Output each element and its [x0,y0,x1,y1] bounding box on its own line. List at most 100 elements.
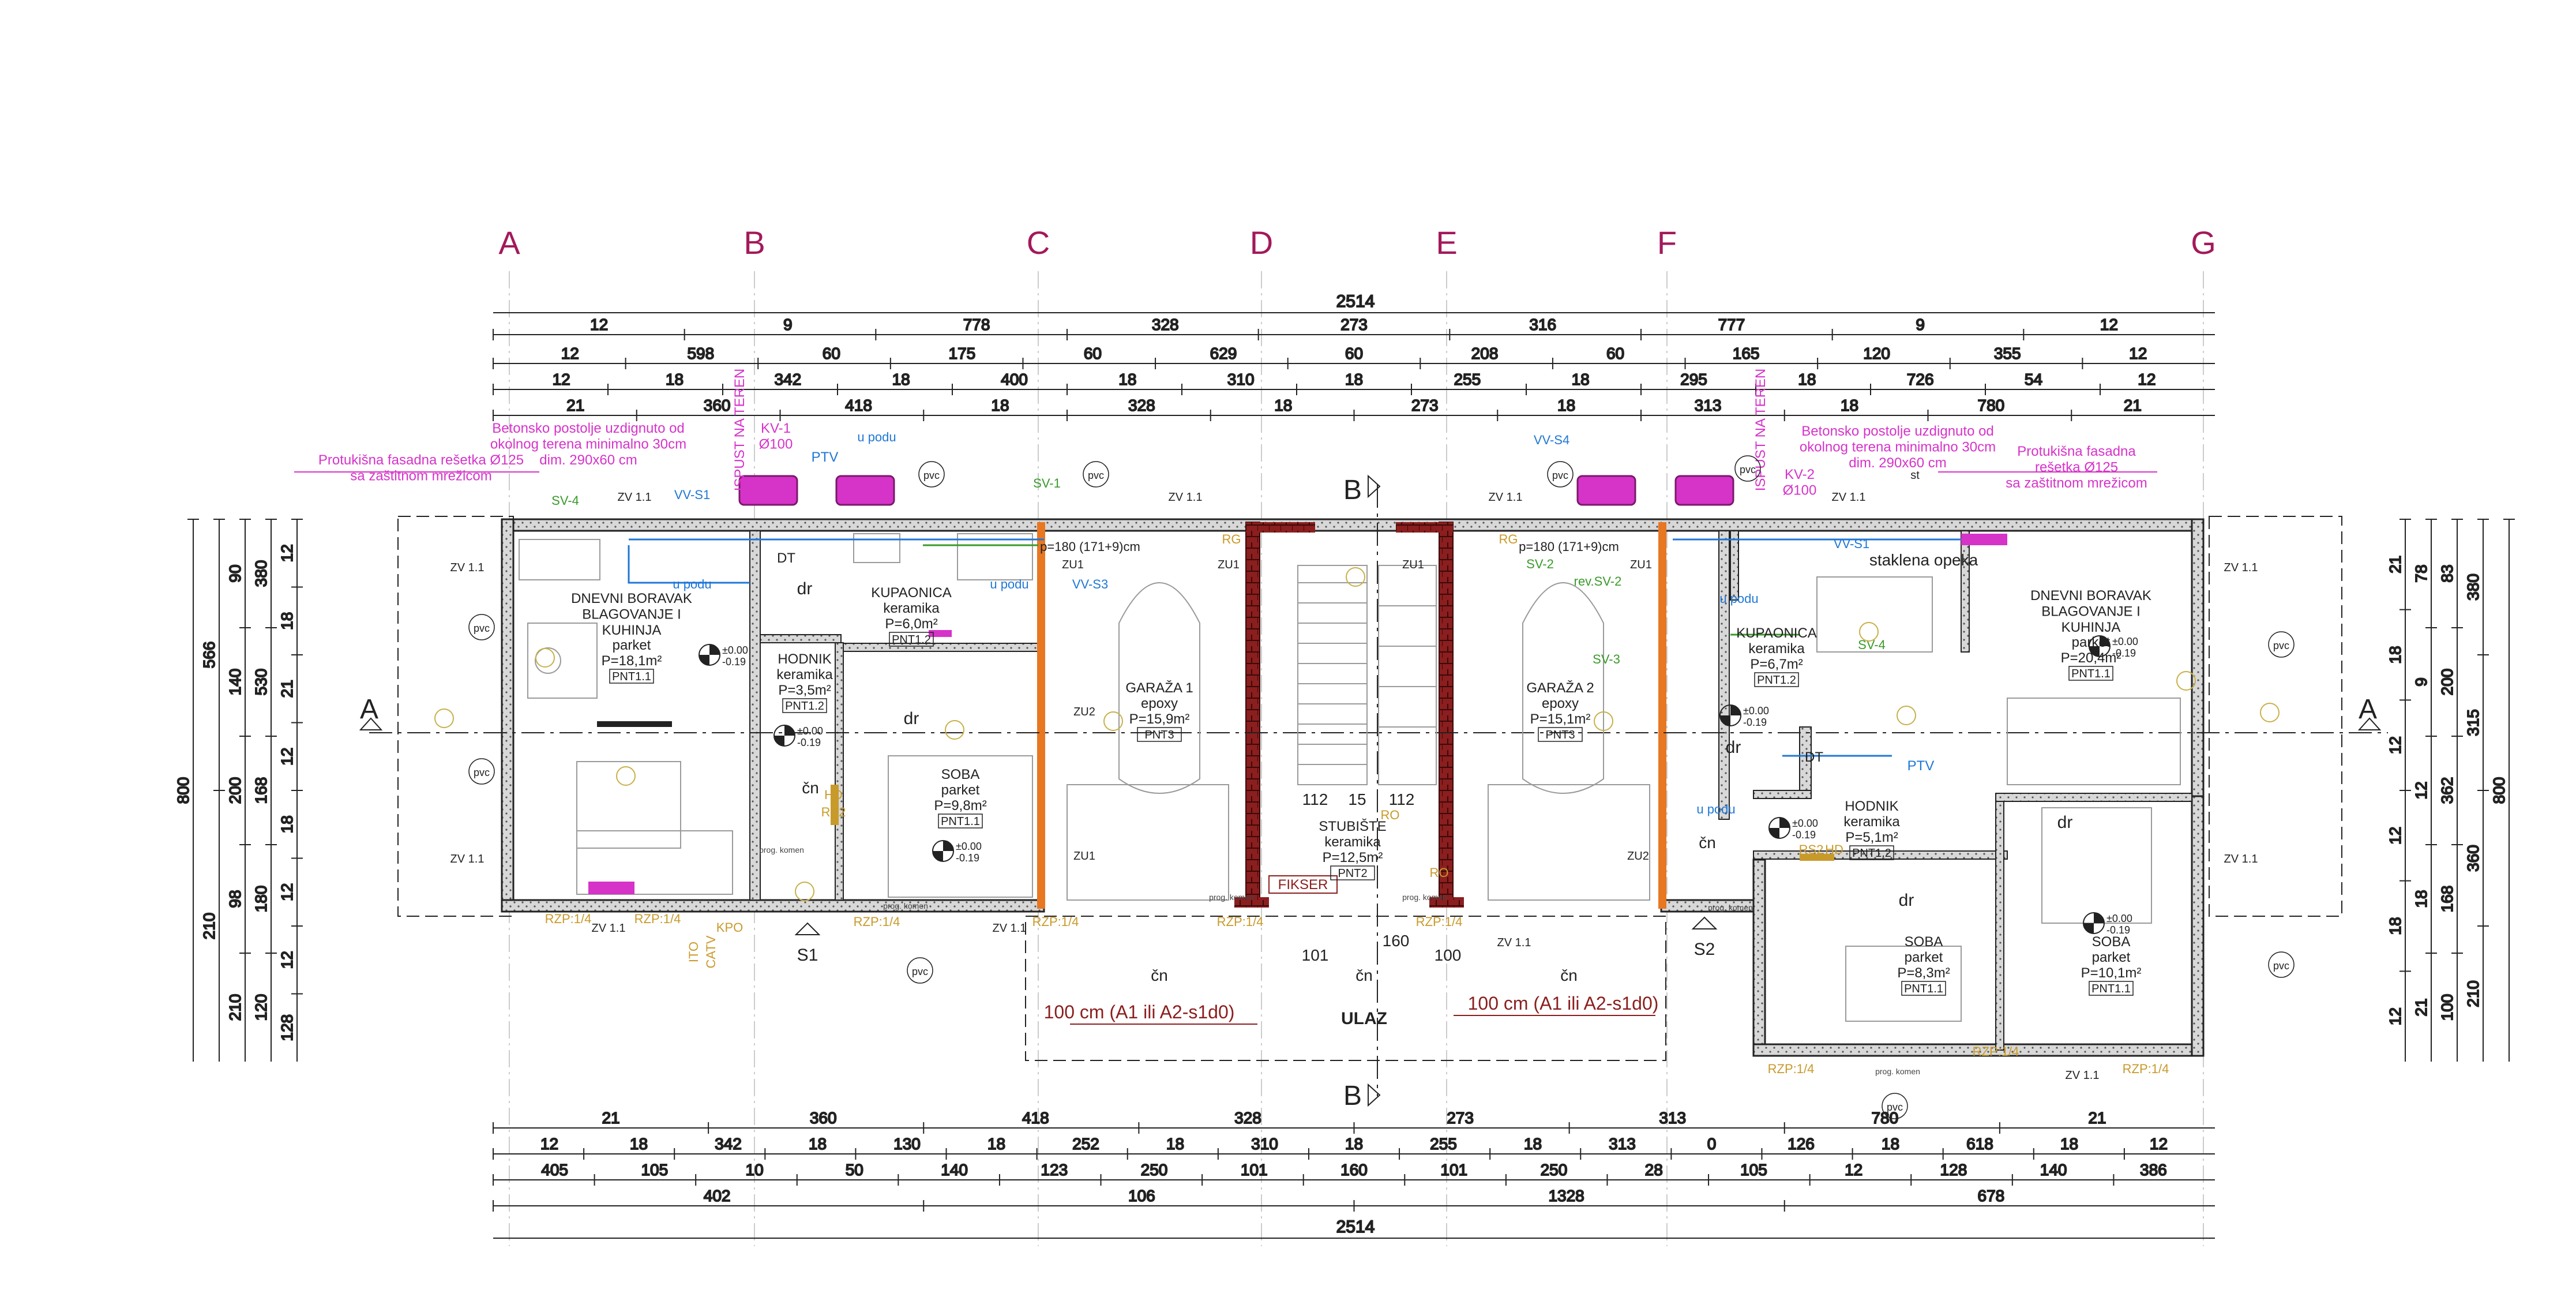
tag-cn: čn [1699,834,1716,852]
dim-bottom-row4-value: 402 [704,1187,731,1205]
room-code: PNT1.2 [1757,674,1796,687]
outdoor-ac-units [738,475,1734,506]
room-finish: parket [613,638,651,653]
tag-zv: ZV 1.1 [450,561,485,574]
dim-left-small-value: 12 [278,544,296,562]
dim-top-row2-value: 120 [1863,344,1890,362]
tag-sv1: SV-1 [1033,476,1061,490]
dim-bottom-row3-value: 50 [846,1161,863,1179]
dim-bottom-row2-value: 18 [1166,1135,1184,1153]
tag-dr: dr [1726,738,1741,757]
tag-hd: HD [1825,842,1843,857]
room-code: PNT1.2 [1852,847,1891,860]
furniture [519,533,2181,1022]
dim-top-row2-value: 175 [949,344,976,362]
tag-rzp: RZP:1/4 [2123,1062,2169,1076]
dim-top-row3-value: 12 [2138,370,2156,388]
tag-rzp: RZP:1/4 [854,914,900,929]
level-top: ±0.00 [1792,818,1818,829]
tag-zu: ZU1 [1218,558,1240,571]
dim-bottom-row3-value: 105 [641,1161,668,1179]
tag-dr: dr [2057,813,2073,832]
tag-dr: dr [1899,891,1914,910]
tag-pvc: pvc [1887,1101,1903,1113]
tag-rzp: RZP:1/4 [634,912,681,926]
dim-top-row4-value: 313 [1695,396,1722,414]
light-icon [795,882,814,901]
dim-right-small-value: 12 [2386,1007,2404,1025]
dim-right-small-value: 12 [2386,827,2404,845]
section-s2-icon [1691,916,1718,929]
dim-bottom-row1-value: 273 [1447,1109,1474,1127]
tag-zv: ZV 1.1 [2066,1069,2100,1082]
dim-bottom-row3-value: 12 [1845,1161,1862,1179]
tag-u-podu: u podu [673,577,711,591]
dim-bottom-row1-value: 360 [810,1109,837,1127]
room-area: P=8,3m² [1897,965,1950,981]
dim-left-small-value: 18 [278,815,296,833]
dim-top-row2-value: 60 [1606,344,1624,362]
level-marker-icon [1720,715,1730,726]
light-icon [945,720,964,740]
tag-zv: ZV 1.1 [1497,936,1531,949]
room-finish: keramika [1748,641,1805,657]
room-name: SOBA [1905,934,1943,950]
dim-top-row3-value: 18 [1798,370,1816,388]
note-parking-right: p=180 (171+9)cm [1519,539,1619,554]
dim-top-row3-value: 54 [2025,370,2042,388]
tag-rg: RG [1499,532,1518,546]
room-name: GARAŽA 2 [1526,680,1594,696]
dim-top-row4-value: 21 [2124,396,2142,414]
tag-u-podu: u podu [990,577,1028,591]
dim-bottom-row3-value: 28 [1645,1161,1663,1179]
level-bottom: -0.19 [797,737,821,748]
tag-dt: DT [777,550,795,566]
dim-left-inner-value: 98 [226,890,244,908]
dim-right-outer-value: 800 [2490,777,2508,804]
dim-right-inner2-value: 78 [2412,564,2430,582]
tag-rg: RG [1222,532,1241,546]
grid-axis-a: A [498,224,520,261]
room-code: PNT1.1 [1904,983,1943,995]
dim-right-inner2-value: 18 [2412,890,2430,908]
room-finish: parket [2072,635,2111,650]
dim-top-row4-value: 18 [1274,396,1292,414]
tag-cn: čn [802,779,819,797]
section-arrow-icon [1368,1083,1381,1107]
dim-top-row1-value: 778 [963,316,990,333]
dim-top-row4-value: 328 [1128,396,1155,414]
level-marker-icon [2100,636,2110,646]
dim-bottom-total: 2514 [1336,1217,1375,1236]
dim-top-row4-value: 18 [991,396,1009,414]
dim-top-row3-value: 18 [666,370,684,388]
tag-zu: ZU1 [1073,850,1095,863]
dim-bottom-row2-value: 342 [715,1135,742,1153]
dim-right-mid-value: 210 [2464,980,2482,1007]
dim-left-small-value: 18 [278,612,296,630]
dim-bottom-row2-value: 252 [1072,1135,1099,1153]
tag-pvc: pvc [1088,470,1104,481]
light-icon [1103,711,1123,731]
pvc-icon [1882,1093,1908,1119]
tag-cn: čn [1151,966,1168,984]
room-finish: keramika [776,667,833,683]
room-code-box [609,669,654,684]
room-area: P=9,8m² [934,798,986,814]
room-name: KUPAONICA [1736,625,1817,641]
dim-bottom-row2-value: 18 [809,1135,827,1153]
dim-right-inner-value: 83 [2438,564,2456,582]
dim-bottom-row4-value: 106 [1128,1187,1155,1205]
level-bottom: -0.19 [1792,829,1816,841]
pvc-icon [1734,455,1761,482]
level-bottom: -0.19 [1743,717,1767,728]
dim-top-row4-value: 21 [566,396,584,414]
dim-top-row1-value: 328 [1152,316,1179,333]
room-area: P=6,7m² [1750,657,1803,672]
room-code-box [889,632,934,647]
dim-left-small-value: 12 [278,883,296,901]
note-ispust-right: ISPUST NA TEREN [1753,369,1768,492]
tag-zv: ZV 1.1 [2224,853,2258,865]
